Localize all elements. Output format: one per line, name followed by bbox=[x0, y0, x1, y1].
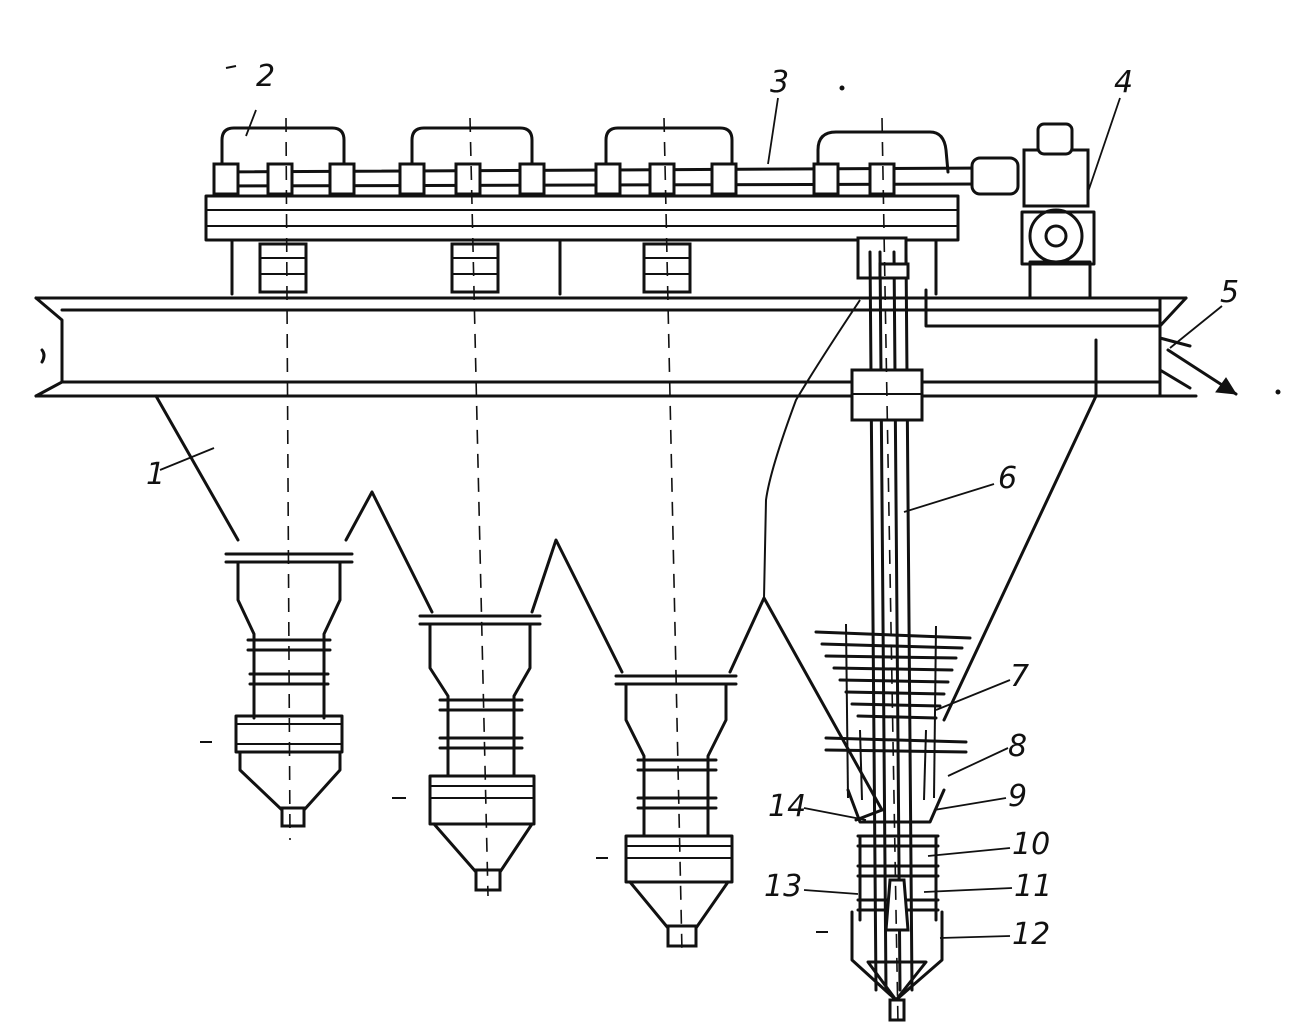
label-9: 9 bbox=[1008, 779, 1027, 814]
drive-frame bbox=[204, 126, 992, 296]
label-7: 7 bbox=[1010, 659, 1029, 694]
label-8: 8 bbox=[1008, 729, 1027, 764]
gear-nodes bbox=[212, 162, 896, 196]
cone-2 bbox=[418, 614, 542, 892]
label-4: 4 bbox=[1114, 65, 1133, 100]
label-3: 3 bbox=[770, 65, 789, 100]
couplings bbox=[258, 236, 908, 294]
label-11: 11 bbox=[1014, 869, 1052, 904]
label-5: 5 bbox=[1220, 275, 1239, 310]
label-1: 1 bbox=[146, 457, 165, 492]
hopper-body bbox=[154, 299, 1098, 812]
rake-blades bbox=[814, 623, 972, 801]
trough bbox=[34, 288, 1238, 398]
axis-lines bbox=[285, 117, 899, 1025]
label-13: 13 bbox=[764, 869, 802, 904]
label-6: 6 bbox=[998, 461, 1017, 496]
label-12: 12 bbox=[1012, 917, 1050, 952]
label-14: 14 bbox=[768, 789, 806, 824]
label-10: 10 bbox=[1012, 827, 1050, 862]
leader-lines bbox=[159, 97, 1223, 939]
drive-motor bbox=[970, 122, 1096, 300]
cone-1 bbox=[224, 552, 354, 828]
label-2: 2 bbox=[256, 59, 275, 94]
cone-4 bbox=[846, 788, 946, 1022]
cone-3 bbox=[614, 674, 738, 948]
part-labels: 1 2 3 4 5 6 7 8 9 10 11 12 13 14 bbox=[146, 59, 1239, 952]
